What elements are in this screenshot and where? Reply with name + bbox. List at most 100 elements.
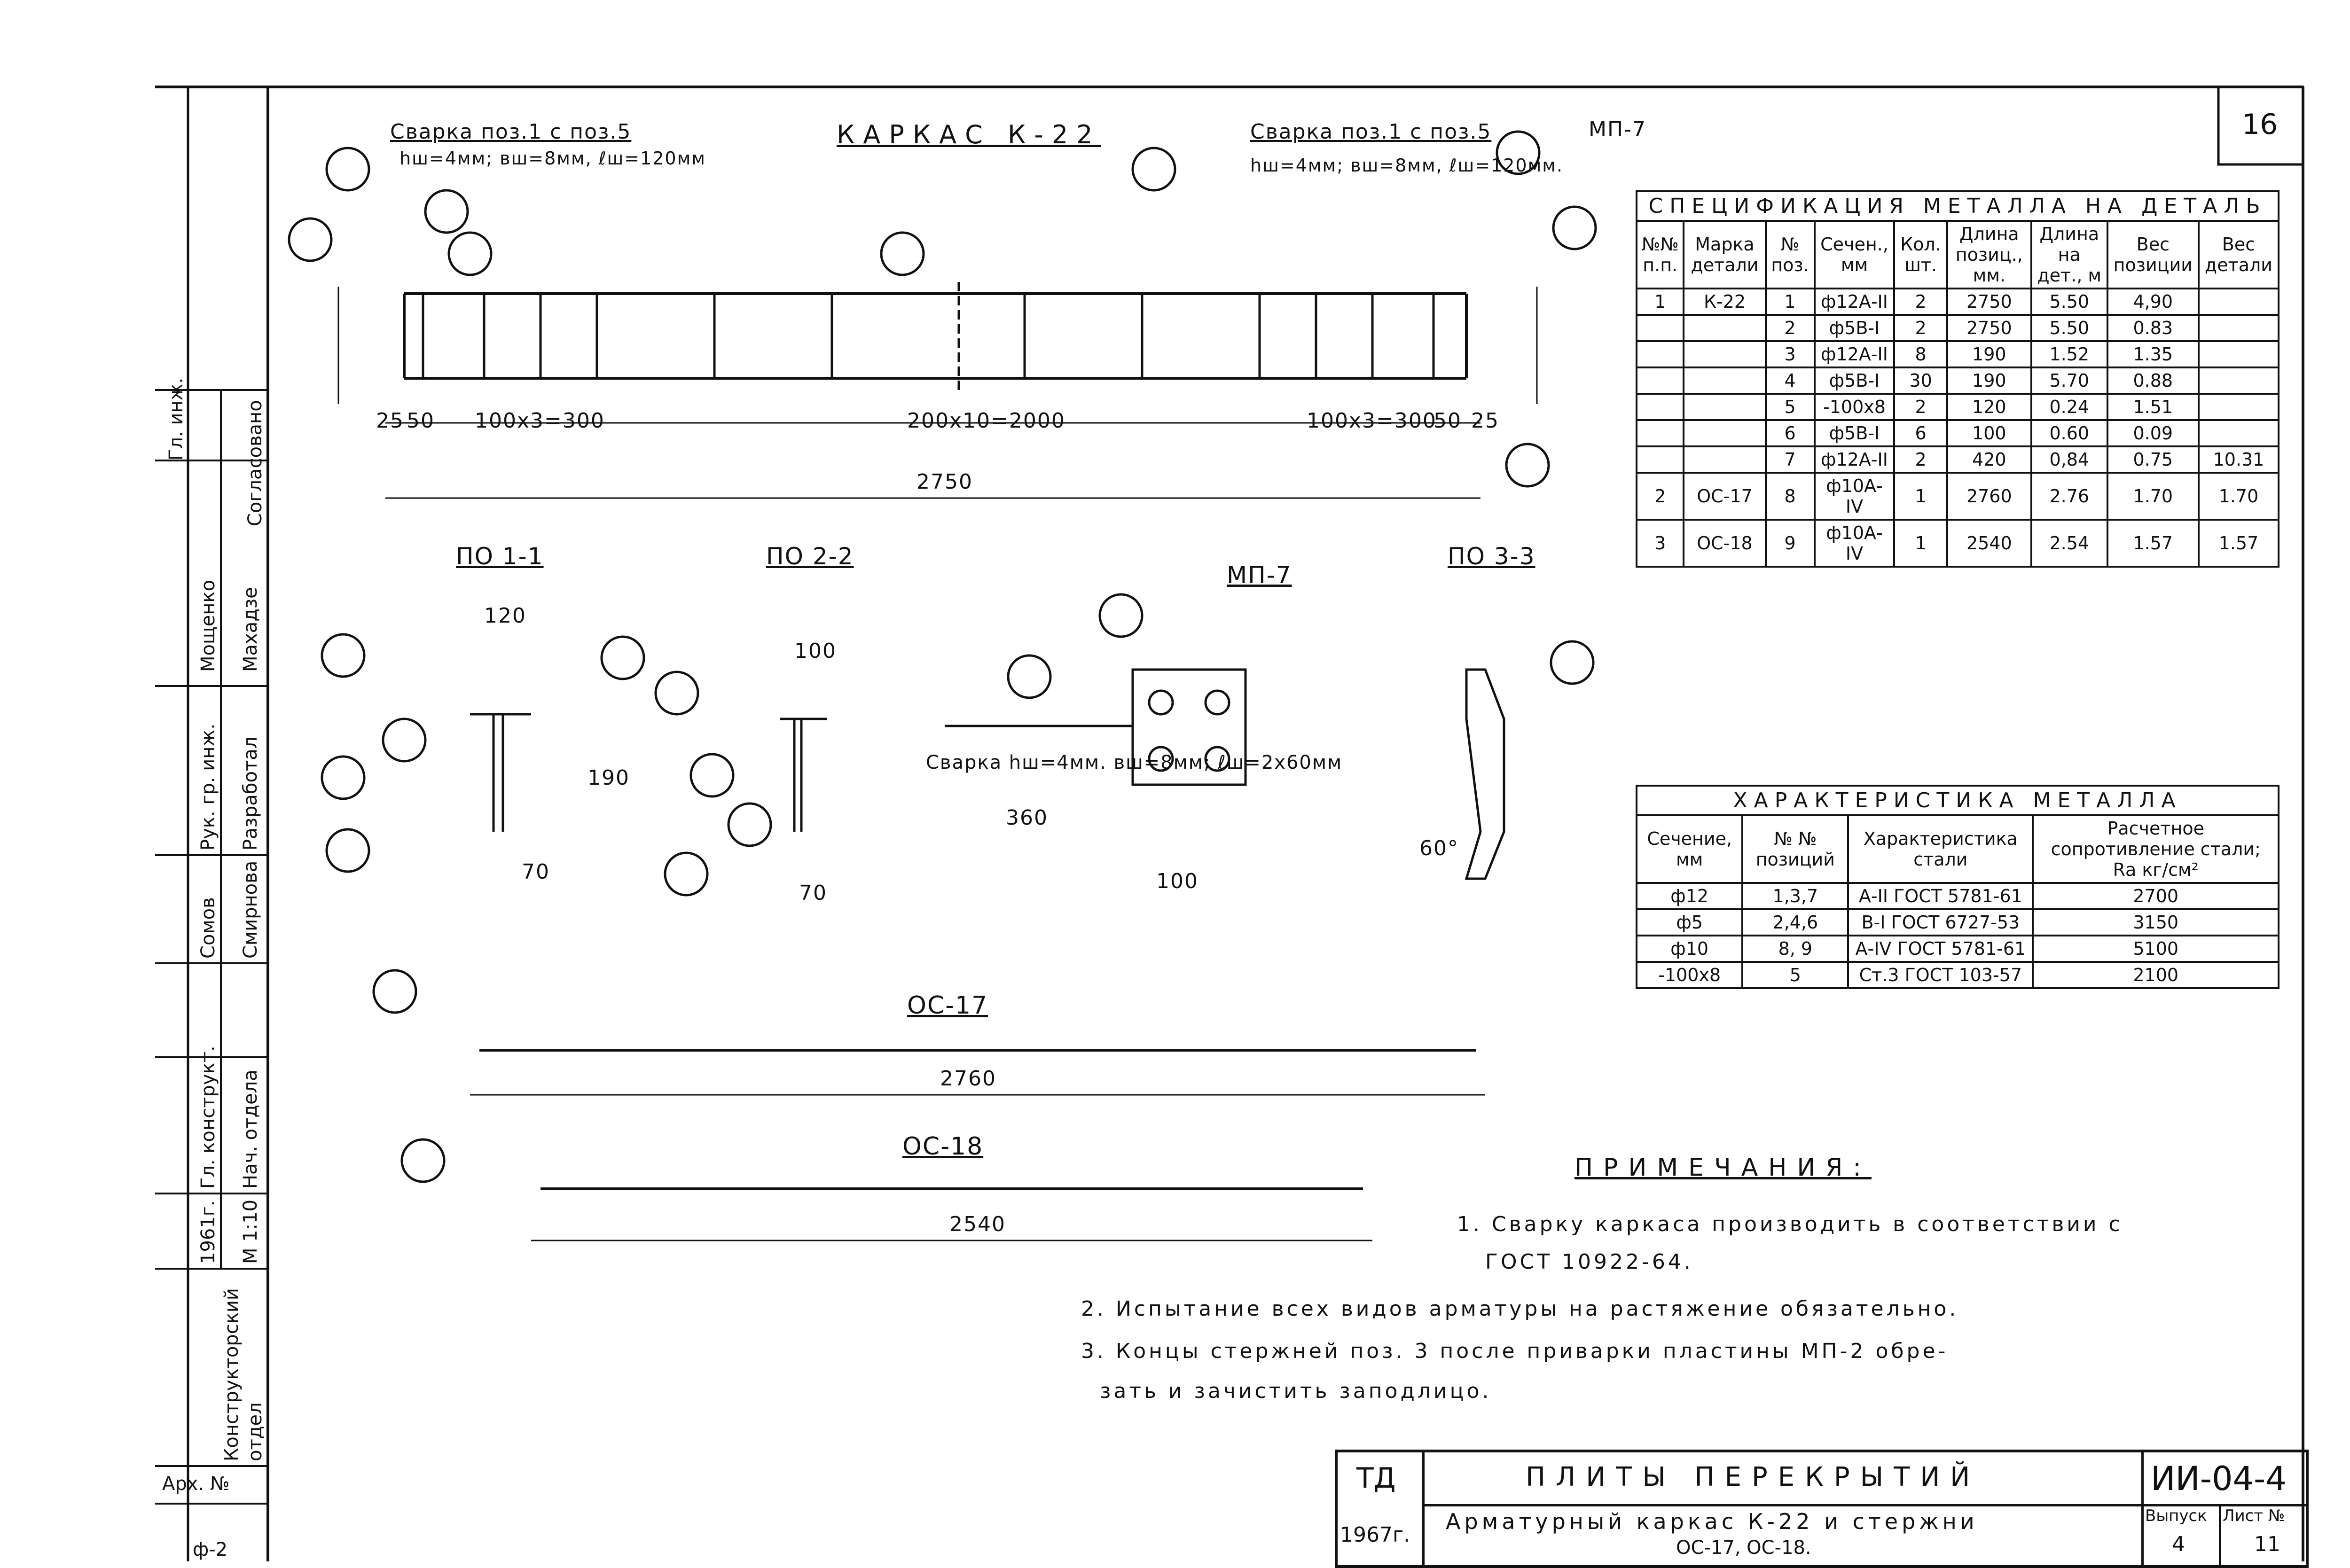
spec-cell: 0.60 <box>2030 419 2108 447</box>
char-cell: 8, 9 <box>1741 935 1849 963</box>
char-cell: А-IV ГОСТ 5781-61 <box>1847 935 2034 963</box>
spec-cell: 0,84 <box>2030 445 2108 474</box>
stamp-title-cell: ПЛИТЫ ПЕРЕКРЫТИЙ <box>1422 1452 2144 1506</box>
spec-cell: ОС-17 <box>1683 472 1767 521</box>
spec-cell: 2750 <box>1946 314 2032 342</box>
frame-dept-2: отдел <box>244 1402 266 1461</box>
char-cell: -100x8 <box>1635 961 1744 989</box>
stamp-sheet-label: Лист № <box>2223 1506 2285 1525</box>
char-cell: 2,4,6 <box>1741 908 1849 936</box>
spec-cell: 5 <box>1764 393 1816 421</box>
spec-cell <box>1683 314 1767 342</box>
mp-weld-note: Сварка hш=4мм. вш=8мм; ℓш=2x60мм <box>926 752 1343 773</box>
spec-cell: 1 <box>1764 288 1816 316</box>
char-cell: 1,3,7 <box>1741 882 1849 910</box>
spec-cell: 5.70 <box>2030 367 2108 395</box>
weld-left-title: Сварка поз.1 с поз.5 <box>390 120 632 144</box>
spec-cell <box>1635 340 1685 368</box>
spec-cell: 1 <box>1893 472 1948 521</box>
spec-cell: ф12А-II <box>1813 288 1896 316</box>
sheet-number: 16 <box>2242 108 2278 141</box>
spec-cell <box>1683 445 1767 474</box>
spec-cell: 100 <box>1946 419 2032 447</box>
spec-cell: 2 <box>1764 314 1816 342</box>
weld-right-title: Сварка поз.1 с поз.5 <box>1250 120 1492 144</box>
char-cell: В-I ГОСТ 6727-53 <box>1847 908 2034 936</box>
spec-h-9: Вес детали <box>2197 220 2280 289</box>
spec-cell: 1.57 <box>2106 519 2200 568</box>
spec-cell: 0.09 <box>2106 419 2200 447</box>
s1-dim-70: 70 <box>522 860 550 884</box>
weld-right-params: hш=4мм; вш=8мм, ℓш=120мм. <box>1250 155 1564 176</box>
spec-cell: 1.52 <box>2030 340 2108 368</box>
spec-cell: 0.88 <box>2106 367 2200 395</box>
spec-cell: 2 <box>1893 393 1948 421</box>
spec-h-3: № поз. <box>1764 220 1816 289</box>
s1-dim-190: 190 <box>588 766 630 790</box>
spec-cell: 190 <box>1946 340 2032 368</box>
spec-h-4: Сечен., мм <box>1813 220 1896 289</box>
spec-cell: 1.70 <box>2106 472 2200 521</box>
section-1-label: ПО 1-1 <box>456 543 544 570</box>
spec-cell <box>1635 314 1685 342</box>
spec-cell: 2 <box>1893 445 1948 474</box>
stamp-code-cell: ИИ-04-4 <box>2141 1452 2306 1506</box>
frame-label-group-lead: Рук. гр. инж. <box>197 723 219 850</box>
spec-cell: 190 <box>1946 367 2032 395</box>
char-title: ХАРАКТЕРИСТИКА МЕТАЛЛА <box>1636 785 2280 816</box>
spec-cell: 5.50 <box>2030 314 2108 342</box>
note-3b: зать и зачистить заподлицо. <box>1100 1379 1492 1403</box>
frame-name-2: Махадзе <box>240 587 261 672</box>
rod-os18-length: 2540 <box>949 1212 1006 1236</box>
spec-cell: -100x8 <box>1813 393 1896 421</box>
mp7-label: МП-7 <box>1227 562 1292 589</box>
mp-dim-100: 100 <box>1156 869 1198 893</box>
stamp-issue-cell: Выпуск 4 <box>2141 1504 2221 1565</box>
dim-6: 50 <box>1434 409 1462 433</box>
spec-h-8: Вес позиции <box>2106 220 2200 289</box>
spec-cell: 1 <box>1893 519 1948 568</box>
dim-3: 100x3=300 <box>475 409 605 433</box>
s2-dim-width: 100 <box>794 639 837 663</box>
frame-scale: М 1:10 <box>240 1199 261 1264</box>
spec-cell <box>2197 419 2280 447</box>
spec-cell: 4 <box>1764 367 1816 395</box>
s1-dim-width: 120 <box>484 604 526 628</box>
spec-cell: 30 <box>1893 367 1948 395</box>
rod-os17-label: ОС-17 <box>907 991 988 1020</box>
stamp-issue-label: Выпуск <box>2145 1506 2207 1525</box>
spec-cell: 8 <box>1893 340 1948 368</box>
stamp-sheet: 11 <box>2254 1532 2280 1556</box>
dim-4: 200x10=2000 <box>907 409 1065 433</box>
spec-cell: 6 <box>1764 419 1816 447</box>
char-cell: 2700 <box>2032 882 2280 910</box>
char-cell: А-II ГОСТ 5781-61 <box>1847 882 2034 910</box>
frame-bottom-left: ф-2 <box>193 1539 228 1560</box>
spec-cell: ф12А-II <box>1813 340 1896 368</box>
spec-cell: 8 <box>1764 472 1816 521</box>
section-2-label: ПО 2-2 <box>766 543 854 570</box>
main-frame-title: КАРКАС К-22 <box>837 120 1101 149</box>
spec-cell: ф12А-II <box>1813 445 1896 474</box>
stamp-year: 1967г. <box>1340 1523 1410 1547</box>
spec-cell: ф5В-I <box>1813 367 1896 395</box>
char-cell: 5100 <box>2032 935 2280 963</box>
spec-cell <box>1683 340 1767 368</box>
dim-5: 100x3=300 <box>1307 409 1437 433</box>
spec-cell: 3 <box>1635 519 1685 568</box>
note-3: 3. Концы стержней поз. 3 после приварки … <box>1081 1339 1949 1363</box>
title-block: ТД 1967г. ПЛИТЫ ПЕРЕКРЫТИЙ Арматурный ка… <box>1335 1450 2309 1568</box>
spec-cell: 0.83 <box>2106 314 2200 342</box>
char-h-4: Расчетное сопротивление стали; Rа кг/см² <box>2032 814 2280 884</box>
char-h-3: Характеристика стали <box>1847 814 2034 884</box>
frame-year: 1961г. <box>197 1200 219 1264</box>
note-2: 2. Испытание всех видов арматуры на раст… <box>1081 1297 1959 1321</box>
spec-cell: 1.70 <box>2197 472 2280 521</box>
spec-cell: 1.35 <box>2106 340 2200 368</box>
